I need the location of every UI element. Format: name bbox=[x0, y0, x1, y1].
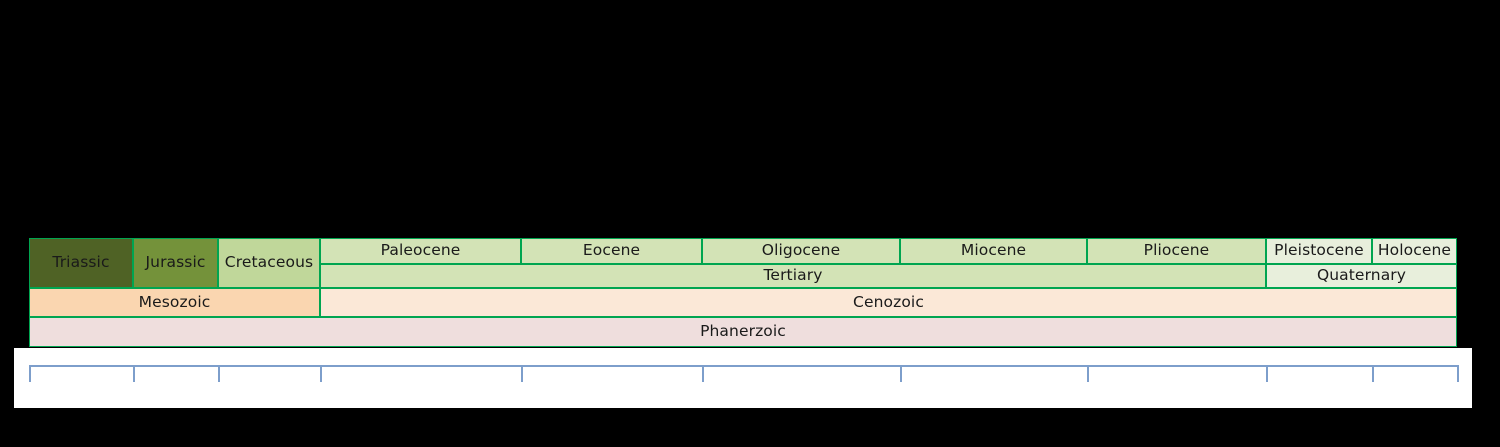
axis-tick bbox=[218, 365, 220, 382]
epoch-label: Paleocene bbox=[380, 241, 461, 260]
axis-line bbox=[29, 365, 1458, 367]
epoch-label: Oligocene bbox=[761, 241, 841, 260]
period-cell-cretaceous[interactable]: Cretaceous bbox=[218, 238, 320, 288]
period-label: Quaternary bbox=[1316, 266, 1407, 285]
axis-tick bbox=[29, 365, 31, 382]
epoch-cell-holocene[interactable]: Holocene bbox=[1372, 238, 1457, 264]
axis-tick bbox=[1266, 365, 1268, 382]
axis-tick bbox=[900, 365, 902, 382]
epoch-label: Eocene bbox=[582, 241, 641, 260]
period-label: Jurassic bbox=[145, 253, 206, 272]
period-cell-quaternary[interactable]: Quaternary bbox=[1266, 264, 1457, 288]
period-cell-tertiary[interactable]: Tertiary bbox=[320, 264, 1266, 288]
epoch-cell-paleocene[interactable]: Paleocene bbox=[320, 238, 521, 264]
era-cell-cenozoic[interactable]: Cenozoic bbox=[320, 288, 1457, 317]
period-label: Cretaceous bbox=[224, 253, 314, 272]
axis-tick bbox=[702, 365, 704, 382]
axis-tick bbox=[320, 365, 322, 382]
axis-tick bbox=[1457, 365, 1459, 382]
period-cell-triassic[interactable]: Triassic bbox=[29, 238, 133, 288]
epoch-cell-pliocene[interactable]: Pliocene bbox=[1087, 238, 1266, 264]
epoch-cell-oligocene[interactable]: Oligocene bbox=[702, 238, 900, 264]
epoch-cell-miocene[interactable]: Miocene bbox=[900, 238, 1087, 264]
timescale-axis-panel bbox=[14, 348, 1472, 408]
axis-tick bbox=[133, 365, 135, 382]
epoch-label: Miocene bbox=[960, 241, 1027, 260]
axis-tick bbox=[1087, 365, 1089, 382]
axis-tick bbox=[521, 365, 523, 382]
period-cell-jurassic[interactable]: Jurassic bbox=[133, 238, 218, 288]
period-label: Tertiary bbox=[763, 266, 823, 285]
eon-label: Phanerzoic bbox=[700, 322, 786, 341]
era-cell-mesozoic[interactable]: Mesozoic bbox=[29, 288, 320, 317]
era-label: Mesozoic bbox=[138, 292, 211, 311]
period-label: Triassic bbox=[52, 253, 110, 272]
axis-tick bbox=[1372, 365, 1374, 382]
era-label: Cenozoic bbox=[853, 292, 924, 311]
epoch-label: Pliocene bbox=[1143, 241, 1210, 260]
epoch-label: Pleistocene bbox=[1274, 241, 1364, 260]
epoch-label: Holocene bbox=[1377, 241, 1452, 260]
eon-cell-phanerozoic[interactable]: Phanerzoic bbox=[29, 317, 1457, 347]
epoch-cell-pleistocene[interactable]: Pleistocene bbox=[1266, 238, 1372, 264]
epoch-cell-eocene[interactable]: Eocene bbox=[521, 238, 702, 264]
